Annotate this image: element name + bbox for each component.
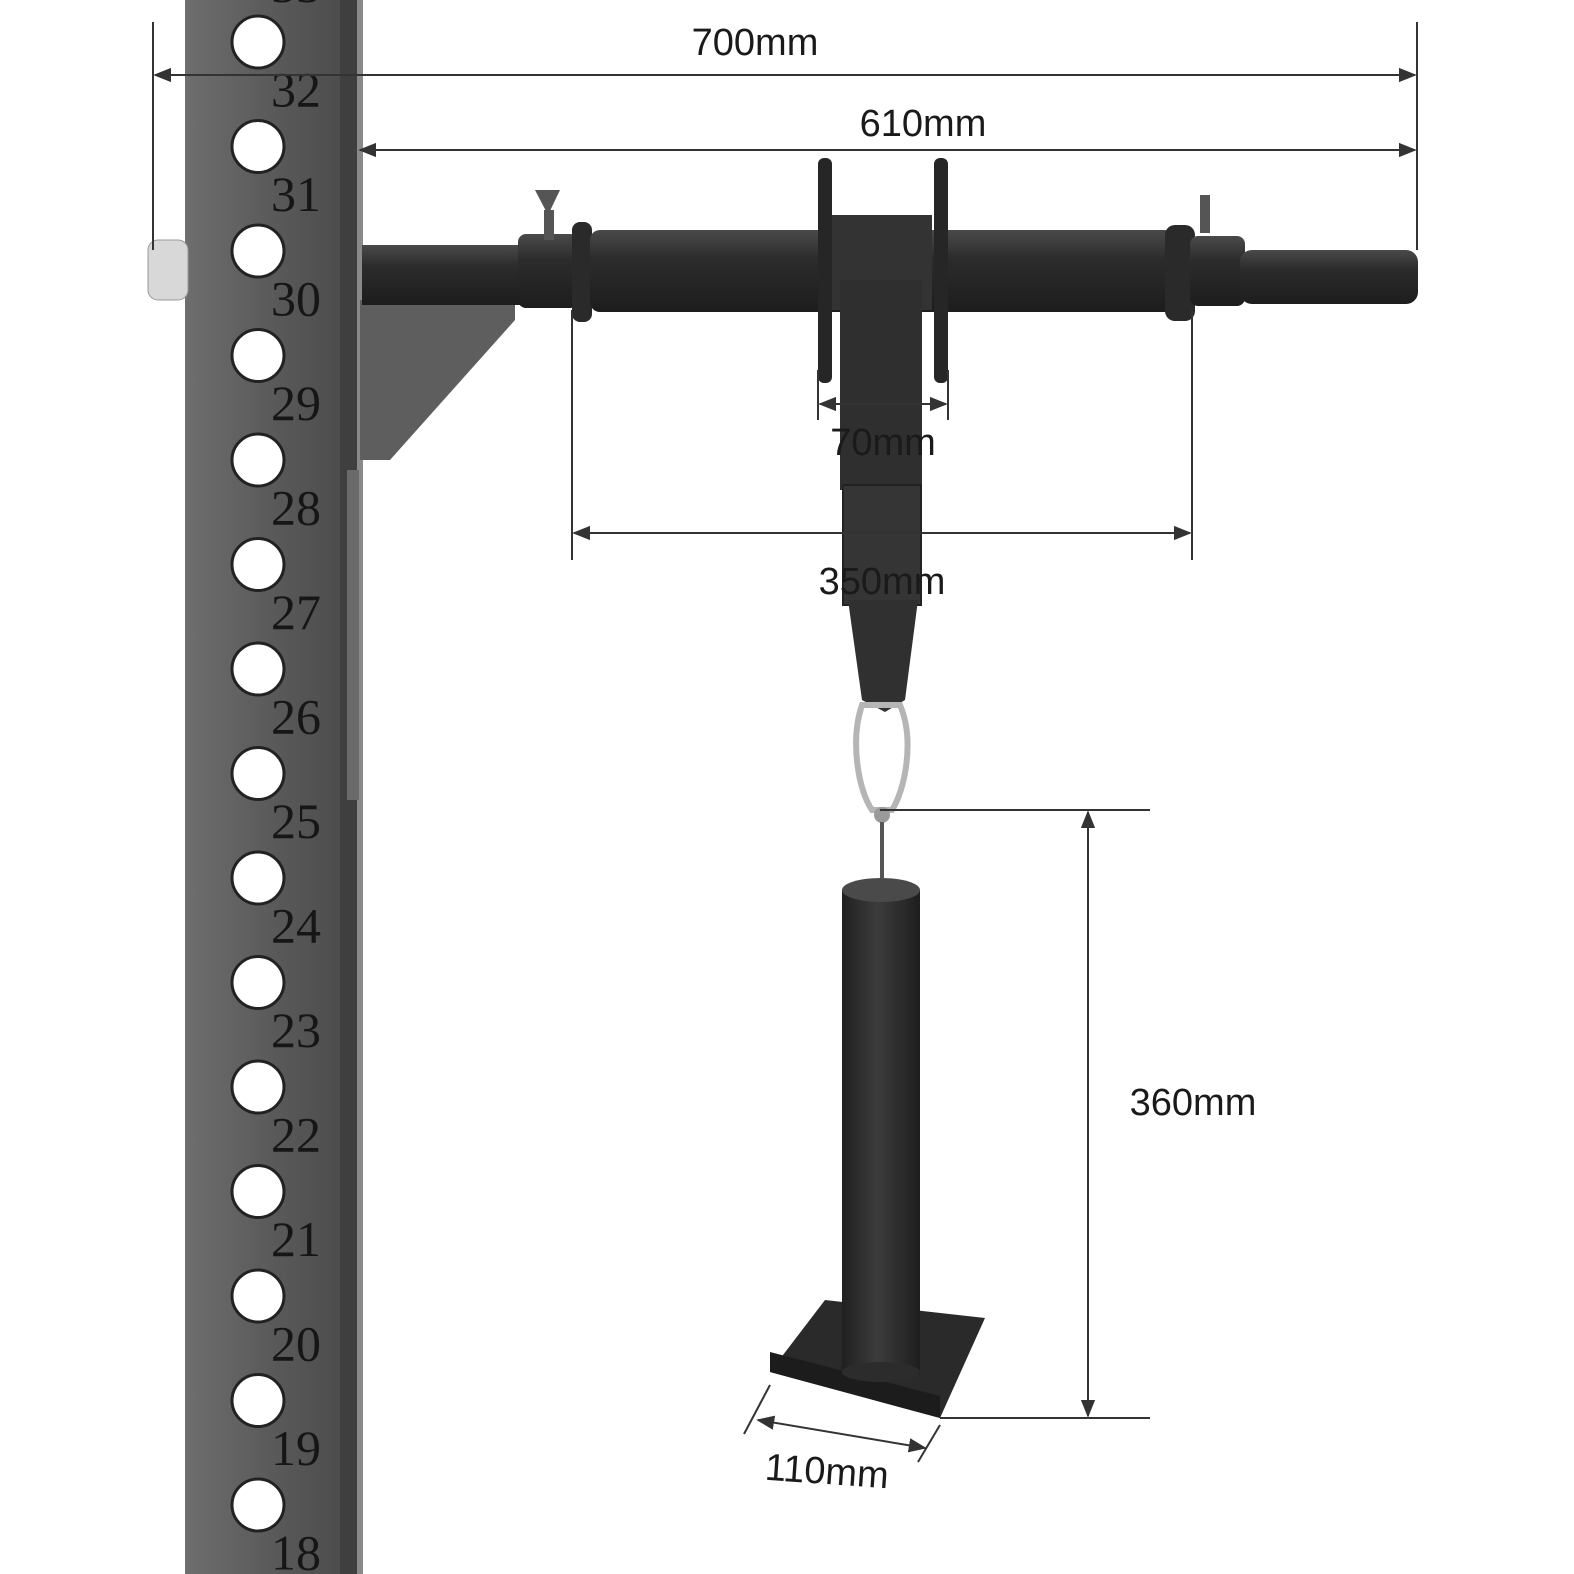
pin-knob <box>147 239 189 301</box>
hole-number: 19 <box>271 1420 321 1476</box>
hole-number: 28 <box>271 480 321 536</box>
upright-hole <box>230 119 286 174</box>
strap <box>840 280 922 712</box>
dimension-tower-height: 360mm <box>1130 1082 1257 1124</box>
upright-hole <box>230 955 286 1010</box>
hole-number: 30 <box>271 271 321 327</box>
dimension-lines <box>152 22 1418 1463</box>
upright-hole <box>230 1477 286 1533</box>
mount-bracket <box>360 300 515 460</box>
upright-hole <box>230 850 286 906</box>
hole-number: 32 <box>271 62 321 118</box>
right-flange <box>934 158 948 383</box>
upright-hole <box>230 1164 286 1219</box>
dimension-base-width: 110mm <box>764 1447 891 1498</box>
upright-hole <box>230 328 286 383</box>
dimension-arm-length: 610mm <box>860 103 987 145</box>
loading-tower <box>770 878 985 1418</box>
upright-hole <box>230 641 286 697</box>
hole-number: 29 <box>271 375 321 431</box>
dimension-sleeve-span: 350mm <box>819 561 946 603</box>
upright-hole <box>230 1059 286 1115</box>
hole-number: 18 <box>271 1525 321 1574</box>
hole-number: 31 <box>271 166 321 222</box>
hole-number: 26 <box>271 689 321 745</box>
hole-number: 25 <box>271 793 321 849</box>
hole-number: 20 <box>271 1316 321 1372</box>
upright-hole <box>230 14 286 70</box>
left-flange <box>818 158 832 383</box>
left-collar-screw <box>535 190 560 215</box>
upright-holes <box>230 14 286 1533</box>
rack-upright: 33 32 31 30 29 28 27 26 25 24 23 22 21 20 19 18 <box>185 0 363 1574</box>
hole-number: 21 <box>271 1211 321 1267</box>
dimension-total-length: 700mm <box>692 22 819 64</box>
hole-number: 22 <box>271 1107 321 1163</box>
upright-hole <box>230 746 286 801</box>
right-collar-screw <box>1200 195 1210 233</box>
carabiner <box>853 702 911 878</box>
upright-hole <box>230 223 286 279</box>
upright-hole-numbers: 33 32 31 30 29 28 27 26 25 24 23 22 21 20 19 18 <box>271 0 321 1574</box>
hole-number: 24 <box>271 898 321 954</box>
hole-number: 23 <box>271 1002 321 1058</box>
hole-number: 33 <box>271 0 321 13</box>
upright-hole <box>230 537 286 592</box>
hole-number: 27 <box>271 584 321 640</box>
upright-hole <box>230 432 286 488</box>
upright-hole <box>230 1373 286 1428</box>
upright-hole <box>230 1268 286 1324</box>
dimension-flange-gap: 70mm <box>830 422 936 464</box>
